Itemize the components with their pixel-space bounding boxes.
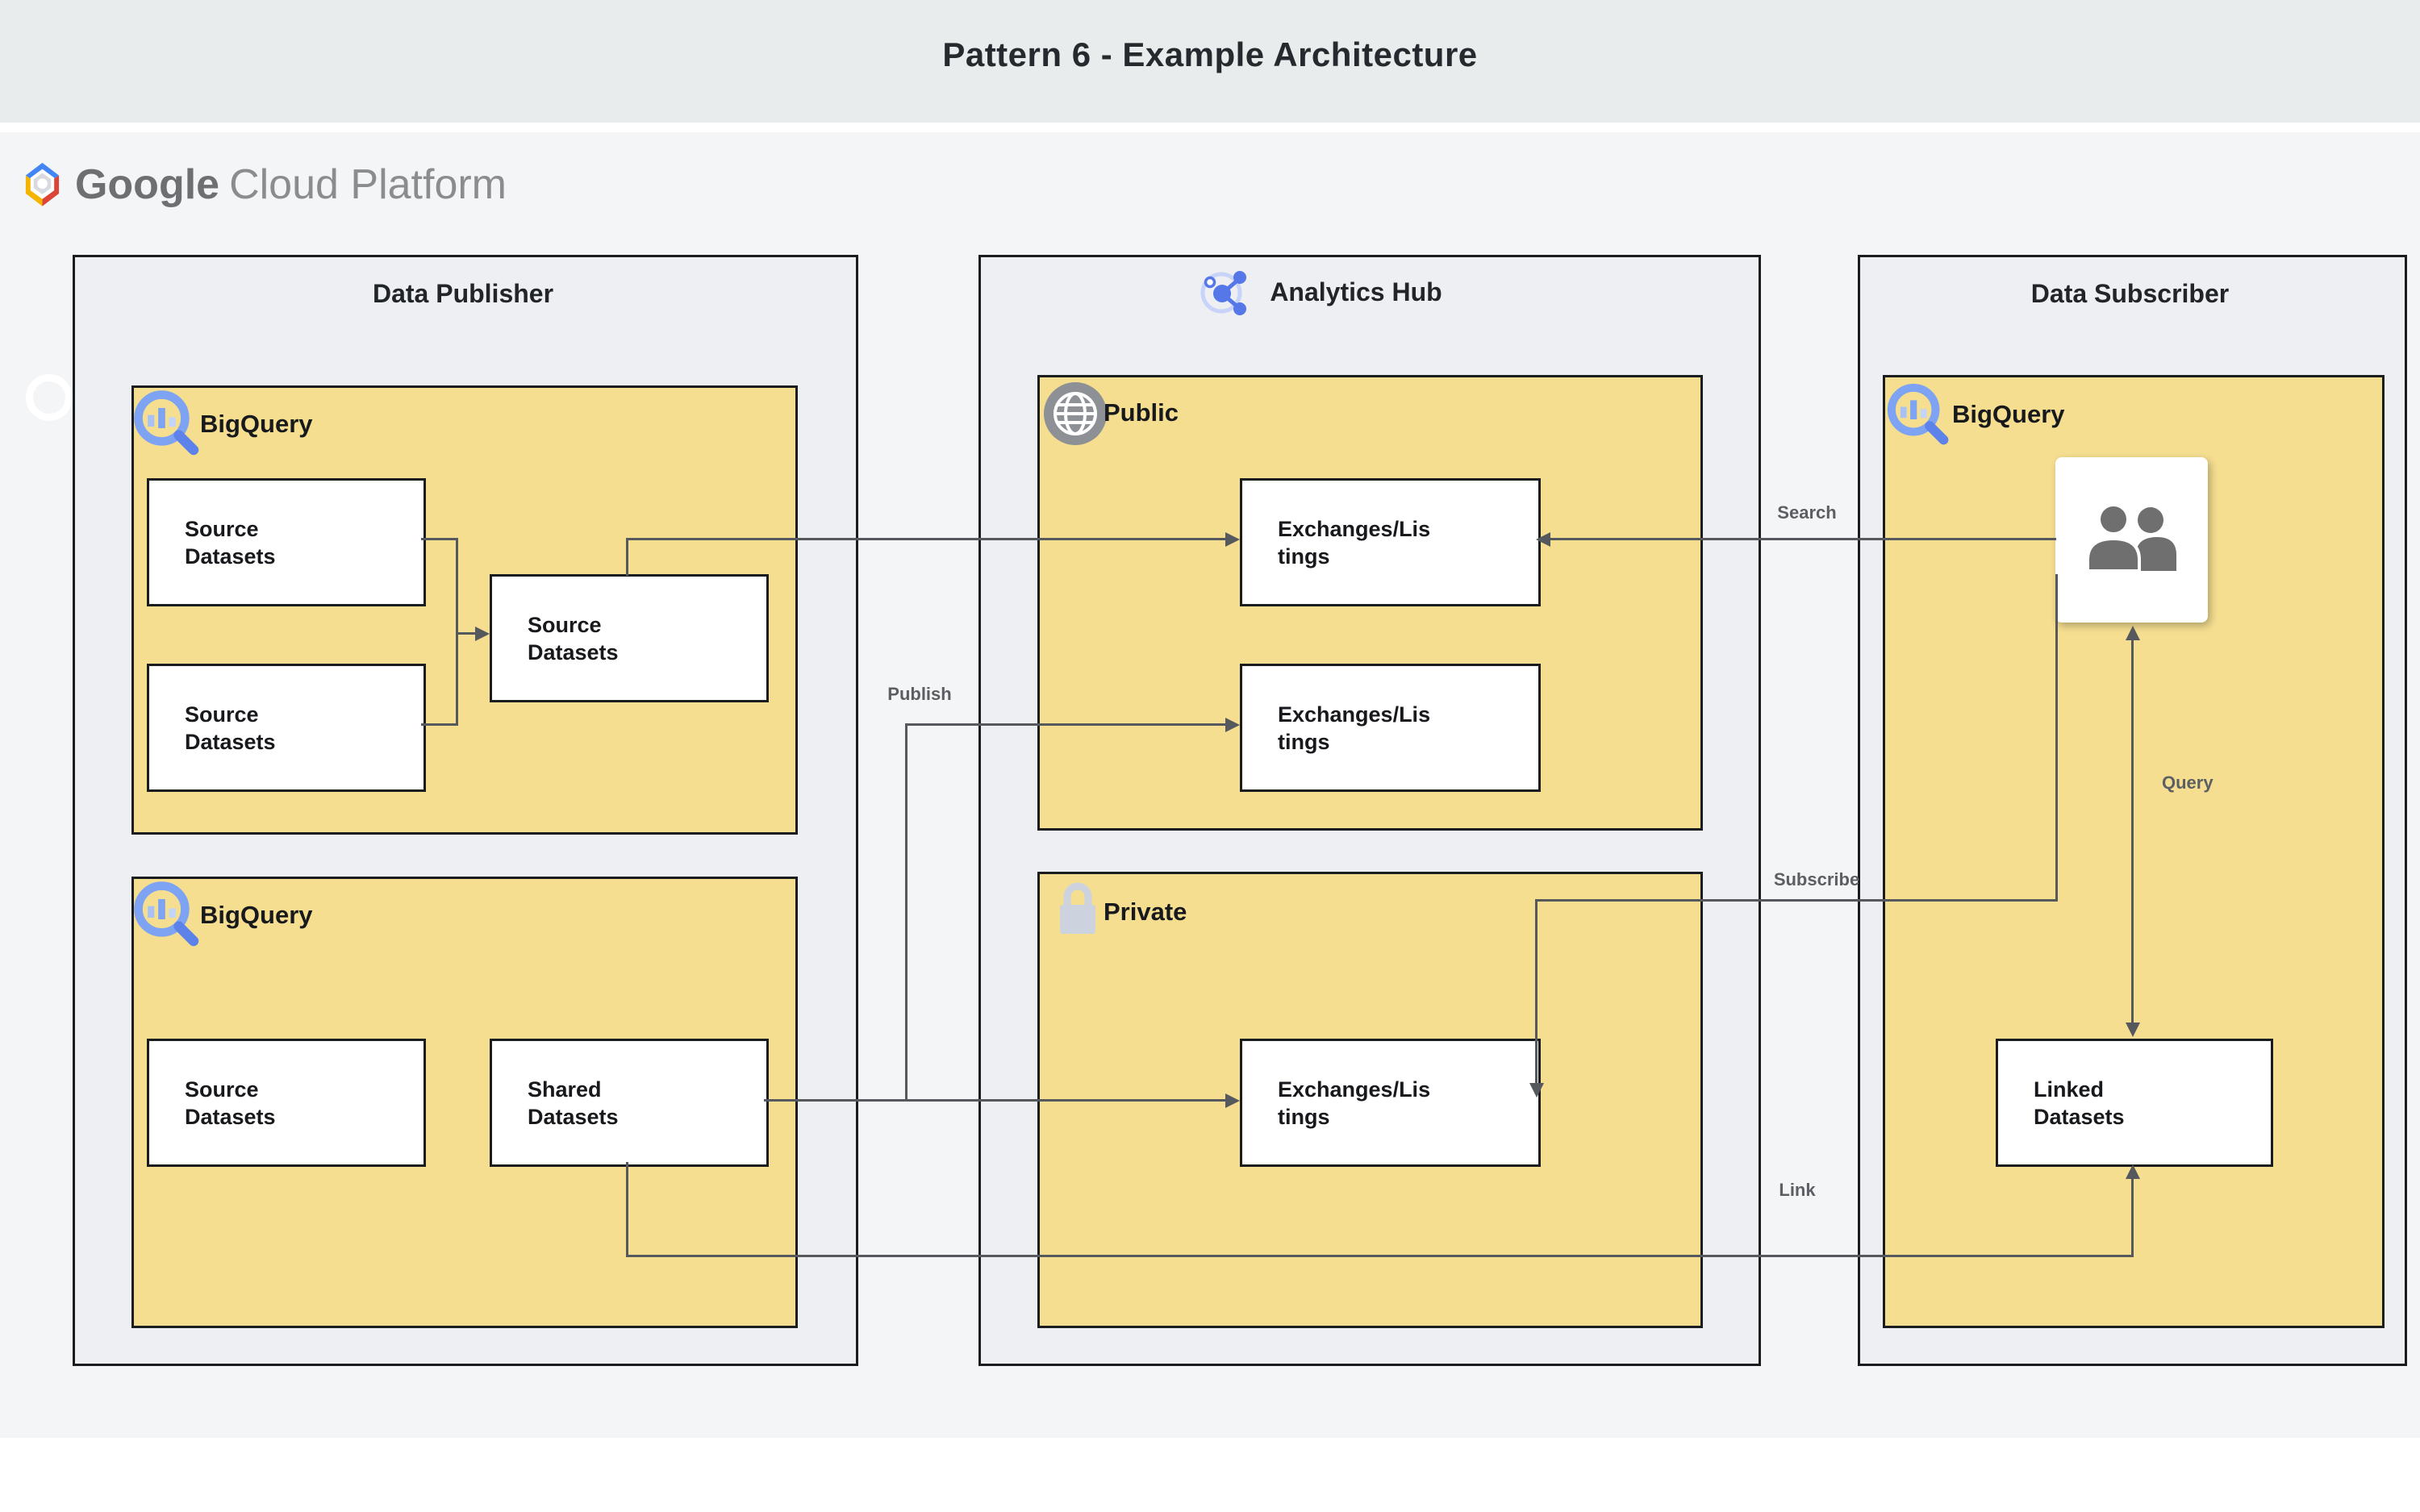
public-label: Public <box>1104 398 1179 427</box>
title-band <box>0 0 2420 123</box>
exchanges-listings-box-public-2: Exchanges/Lis tings <box>1240 664 1541 792</box>
connector-to-public-exchange1 <box>626 538 1227 540</box>
arrowhead-into-private-exchange <box>1225 1093 1240 1108</box>
connector-merge-vertical <box>456 538 458 726</box>
dataset-box-label: Exchanges/Lis tings <box>1278 516 1431 569</box>
connector-to-private-exchange <box>905 1099 1225 1102</box>
source-datasets-box-3: Source Datasets <box>147 1039 426 1167</box>
gcp-logo-cloud-platform: Cloud Platform <box>229 161 507 208</box>
bigquery-label-subscriber: BigQuery <box>1952 400 2065 428</box>
dataset-box-label: Exchanges/Lis tings <box>1278 1077 1431 1129</box>
linked-datasets-box: Linked Datasets <box>1996 1039 2273 1167</box>
source-datasets-box-2: Source Datasets <box>147 664 426 792</box>
private-label: Private <box>1104 898 1187 926</box>
dataset-box-label: Source Datasets <box>185 516 276 569</box>
bigquery-icon <box>1883 379 1963 464</box>
lock-icon <box>1057 881 1099 939</box>
search-edge-label: Search <box>1777 502 1837 523</box>
connector-search <box>1550 538 2056 540</box>
connector-src1-stub <box>421 538 458 540</box>
connector-src2-stub <box>421 723 458 726</box>
globe-icon <box>1043 381 1108 450</box>
analytics-hub-icon <box>1200 271 1247 315</box>
connector-publish-vertical <box>905 723 908 1102</box>
connector-link-vertical-left <box>626 1162 628 1257</box>
dataset-box-label: Source Datasets <box>185 702 276 754</box>
people-icon <box>2085 502 2176 573</box>
clipped-ring-decoration <box>26 374 73 421</box>
analytics-hub-title: Analytics Hub <box>1270 277 1442 306</box>
arrowhead-into-public-exchange2 <box>1225 718 1240 732</box>
data-publisher-title: Data Publisher <box>372 279 554 308</box>
analytics-hub-header: Analytics Hub <box>932 266 1709 318</box>
connector-shared-right-stub <box>764 1099 908 1102</box>
connector-link-horizontal <box>626 1255 2134 1257</box>
connector-merged-top-stub <box>626 539 628 576</box>
source-datasets-box-merged: Source Datasets <box>490 574 769 702</box>
bigquery-label-bottom: BigQuery <box>200 901 313 929</box>
query-edge-label: Query <box>2162 773 2213 793</box>
publish-edge-label: Publish <box>887 684 952 704</box>
gcp-logo-google: Google <box>74 161 220 208</box>
arrowhead-subscribe-into-private-exchange <box>1529 1083 1544 1098</box>
arrowhead-query-up <box>2126 626 2140 640</box>
arrowhead-search-into-exchange1 <box>1536 532 1550 547</box>
dataset-box-label: Shared Datasets <box>528 1077 619 1129</box>
exchanges-listings-box-private: Exchanges/Lis tings <box>1240 1039 1541 1167</box>
link-edge-label: Link <box>1779 1180 1816 1200</box>
dataset-box-label: Exchanges/Lis tings <box>1278 702 1431 754</box>
bigquery-icon <box>129 877 215 966</box>
shared-datasets-box: Shared Datasets <box>490 1039 769 1167</box>
connector-query-vertical <box>2131 640 2134 1023</box>
subscribe-edge-label: Subscribe <box>1773 869 1860 889</box>
arrowhead-link-into-linked-datasets <box>2126 1164 2140 1179</box>
connector-merge-arrow-line <box>456 632 477 635</box>
dataset-box-label: Source Datasets <box>528 612 619 664</box>
connector-subscribe-vertical-right <box>2055 574 2058 902</box>
arrowhead-into-merged-box <box>475 627 490 641</box>
gcp-hexagon-icon <box>25 162 60 206</box>
dataset-box-label: Source Datasets <box>185 1077 276 1129</box>
exchanges-listings-box-public-1: Exchanges/Lis tings <box>1240 478 1541 606</box>
page-title: Pattern 6 - Example Architecture <box>942 35 1478 73</box>
source-datasets-box-1: Source Datasets <box>147 478 426 606</box>
data-subscriber-users-card <box>2055 457 2208 623</box>
arrowhead-into-public-exchange1 <box>1225 532 1240 547</box>
bigquery-icon <box>129 385 215 475</box>
connector-subscribe-vertical-left <box>1535 899 1538 1083</box>
connector-link-vertical-right <box>2131 1179 2134 1256</box>
bigquery-label-top: BigQuery <box>200 410 313 438</box>
connector-publish-to-exchange2 <box>905 723 1225 726</box>
dataset-box-label: Linked Datasets <box>2034 1077 2125 1129</box>
arrowhead-query-down <box>2126 1023 2140 1037</box>
connector-subscribe-horizontal <box>1535 899 2058 902</box>
band-divider <box>0 123 2420 132</box>
data-subscriber-title: Data Subscriber <box>2030 279 2230 308</box>
